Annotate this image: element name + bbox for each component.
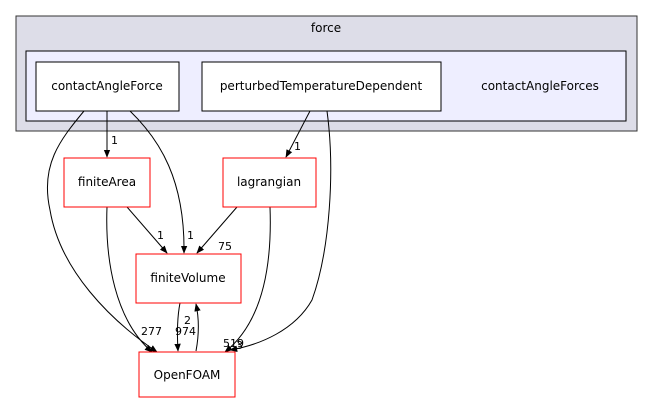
cluster-force-label: force <box>311 21 341 35</box>
node-finiteVolume[interactable]: finiteVolume <box>135 253 242 304</box>
node-contactAngleForce[interactable]: contactAngleForce <box>35 61 180 112</box>
node-perturbedTemperatureDependent[interactable]: perturbedTemperatureDependent <box>201 61 442 112</box>
edge-finiteVolume-OpenFOAM[interactable] <box>174 302 181 352</box>
cluster-contactAngleForces-label: contactAngleForces <box>481 79 599 93</box>
edge-perturbed-lagrangian[interactable] <box>285 110 311 158</box>
label-perturbed-lagrangian: 1 <box>294 140 301 153</box>
label-contactAngleForce-finiteArea: 1 <box>111 134 118 147</box>
edge-perturbed-OpenFOAM[interactable] <box>229 110 332 352</box>
label-finiteArea-OpenFOAM: 277 <box>141 325 162 338</box>
node-OpenFOAM-label: OpenFOAM <box>154 368 221 382</box>
label-lagrangian-finiteVolume: 75 <box>218 240 232 253</box>
node-lagrangian[interactable]: lagrangian <box>222 157 317 208</box>
edge-contactAngleForce-OpenFOAM[interactable] <box>46 110 158 353</box>
node-OpenFOAM[interactable]: OpenFOAM <box>138 351 236 398</box>
node-contactAngleForce-label: contactAngleForce <box>51 79 163 93</box>
node-finiteArea-label: finiteArea <box>78 175 136 189</box>
node-finiteArea[interactable]: finiteArea <box>63 157 151 208</box>
label-finiteArea-finiteVolume: 1 <box>157 229 164 242</box>
label-perturbed-OpenFOAM: 3 <box>236 339 243 352</box>
edge-OpenFOAM-finiteVolume[interactable] <box>194 303 201 352</box>
edge-contactAngleForce-finiteVolume[interactable] <box>129 110 188 254</box>
label-OpenFOAM-finiteVolume: 2 <box>184 314 191 327</box>
node-finiteVolume-label: finiteVolume <box>150 271 225 285</box>
node-lagrangian-label: lagrangian <box>237 175 301 189</box>
label-lagrangian-OpenFOAM: 519 <box>223 337 244 350</box>
edge-lagrangian-finiteVolume[interactable] <box>196 206 238 254</box>
edge-finiteArea-OpenFOAM[interactable] <box>106 206 153 353</box>
edge-lagrangian-OpenFOAM[interactable] <box>224 206 271 353</box>
label-contactAngleForce-finiteVolume: 1 <box>187 229 194 242</box>
edge-labels: 1 1 1 1 75 277 974 2 519 3 <box>111 134 301 352</box>
node-perturbedTemperatureDependent-label: perturbedTemperatureDependent <box>220 79 423 93</box>
edge-finiteArea-finiteVolume[interactable] <box>126 206 168 254</box>
edges <box>46 110 332 353</box>
label-finiteVolume-OpenFOAM: 974 <box>175 325 196 338</box>
